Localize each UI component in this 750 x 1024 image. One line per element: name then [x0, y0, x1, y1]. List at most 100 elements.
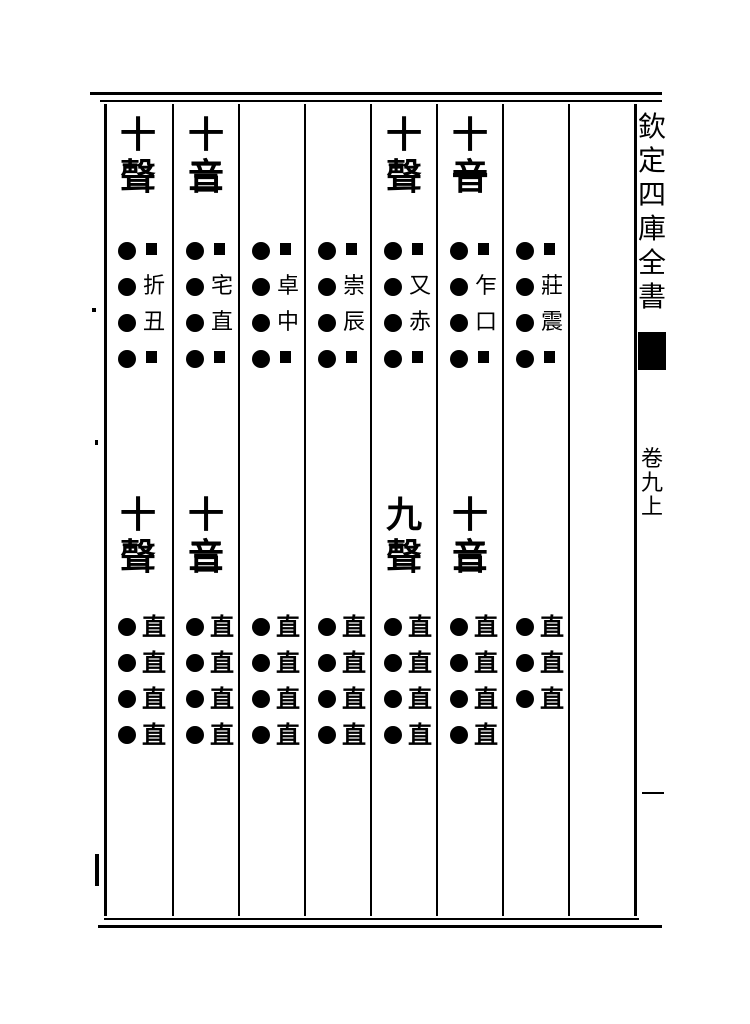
filled-circle-mark	[118, 314, 136, 332]
column-heading-char: 十三	[187, 114, 224, 198]
tone-row: 直	[306, 684, 370, 718]
filled-circle-mark	[118, 618, 136, 636]
filled-circle-mark	[384, 690, 402, 708]
column-heading-char: 聲	[385, 156, 422, 198]
syllable-char: 直	[142, 684, 166, 713]
tone-row: 直	[174, 684, 238, 718]
tone-row	[504, 236, 568, 270]
tone-row: 直	[174, 720, 238, 754]
column-divider	[634, 104, 637, 916]
blank-square-mark	[412, 351, 423, 363]
blank-square-mark	[146, 351, 157, 363]
filled-circle-mark	[252, 690, 270, 708]
syllable-char: 直	[210, 648, 234, 677]
syllable-char: 崇	[342, 274, 365, 299]
tone-row: 直	[504, 612, 568, 646]
filled-circle-mark	[384, 618, 402, 636]
tone-row	[240, 344, 304, 378]
syllable-char: 直	[540, 684, 564, 713]
filled-circle-mark	[384, 314, 402, 332]
margin-dash	[642, 792, 664, 794]
title-char: 欽	[638, 110, 667, 143]
column-heading-char: 音	[451, 536, 488, 578]
column-divider	[238, 104, 240, 916]
tone-row: 直	[438, 684, 502, 718]
ink-speck	[95, 854, 99, 886]
title-char: 定	[638, 144, 667, 177]
tone-row: 直	[106, 720, 170, 754]
top-inner-rule	[100, 100, 662, 102]
syllable-char: 直	[142, 612, 166, 641]
syllable-char: 乍	[474, 274, 497, 299]
filled-circle-mark	[186, 690, 204, 708]
tone-row	[106, 344, 170, 378]
filled-circle-mark	[450, 654, 468, 672]
book-title: 欽 定 四 庫 全 書	[638, 110, 666, 314]
tone-row: 直	[174, 612, 238, 646]
syllable-char: 直	[210, 684, 234, 713]
tone-row: 直	[240, 612, 304, 646]
syllable-char: 直	[276, 684, 300, 713]
column-heading-char: 十	[119, 114, 156, 156]
blank-square-mark	[544, 351, 555, 363]
filled-circle-mark	[186, 278, 204, 296]
filled-circle-mark	[118, 690, 136, 708]
syllable-char: 直	[540, 648, 564, 677]
filled-circle-mark	[118, 242, 136, 260]
filled-circle-mark	[252, 726, 270, 744]
volume-char: 上	[640, 495, 663, 520]
syllable-char: 直	[276, 648, 300, 677]
column-heading-char: 音	[187, 536, 224, 578]
table-column: 十三音十三音宅直直直直直	[174, 104, 238, 916]
tone-row: 直	[372, 684, 436, 718]
tone-row: 直	[106, 612, 170, 646]
syllable-char: 折	[142, 274, 165, 299]
filled-circle-mark	[516, 278, 534, 296]
blank-square-mark	[280, 351, 291, 363]
syllable-char: 中	[276, 310, 299, 335]
column-divider	[502, 104, 504, 916]
filled-circle-mark	[516, 618, 534, 636]
blank-square-mark	[412, 243, 423, 255]
column-divider	[172, 104, 174, 916]
filled-circle-mark	[516, 654, 534, 672]
filled-circle-mark	[384, 654, 402, 672]
column-heading-char: 九	[385, 494, 422, 536]
tone-row: 直	[372, 648, 436, 682]
tone-row	[174, 236, 238, 270]
tone-row: 直	[438, 720, 502, 754]
tone-row: 中	[240, 308, 304, 342]
tone-row: 直	[106, 684, 170, 718]
tone-row	[438, 236, 502, 270]
blank-square-mark	[280, 243, 291, 255]
title-char: 四	[638, 178, 667, 211]
filled-circle-mark	[384, 278, 402, 296]
blank-square-mark	[544, 243, 555, 255]
tone-row	[306, 344, 370, 378]
tone-row: 又	[372, 272, 436, 306]
tone-row: 直	[174, 308, 238, 342]
filled-circle-mark	[450, 618, 468, 636]
table-column: 卓中直直直直	[240, 104, 304, 916]
bottom-border-rule	[98, 925, 662, 928]
tone-row	[372, 344, 436, 378]
tone-row: 乍	[438, 272, 502, 306]
filled-circle-mark	[318, 242, 336, 260]
filled-circle-mark	[252, 242, 270, 260]
syllable-char: 直	[474, 720, 498, 749]
filled-circle-mark	[252, 314, 270, 332]
syllable-char: 赤	[408, 310, 431, 335]
table-column: 十一音十三音乍口直直直直	[438, 104, 502, 916]
syllable-char: 宅	[210, 274, 233, 299]
column-divider	[568, 104, 570, 916]
blank-square-mark	[478, 351, 489, 363]
tone-row: 卓	[240, 272, 304, 306]
table-column: 十聲十聲折丑直直直直	[106, 104, 170, 916]
syllable-char: 直	[342, 684, 366, 713]
column-heading-char: 聲	[119, 156, 156, 198]
bottom-inner-rule	[104, 918, 639, 920]
tone-row: 赤	[372, 308, 436, 342]
tone-row: 直	[306, 720, 370, 754]
filled-circle-mark	[186, 618, 204, 636]
filled-circle-mark	[252, 350, 270, 368]
